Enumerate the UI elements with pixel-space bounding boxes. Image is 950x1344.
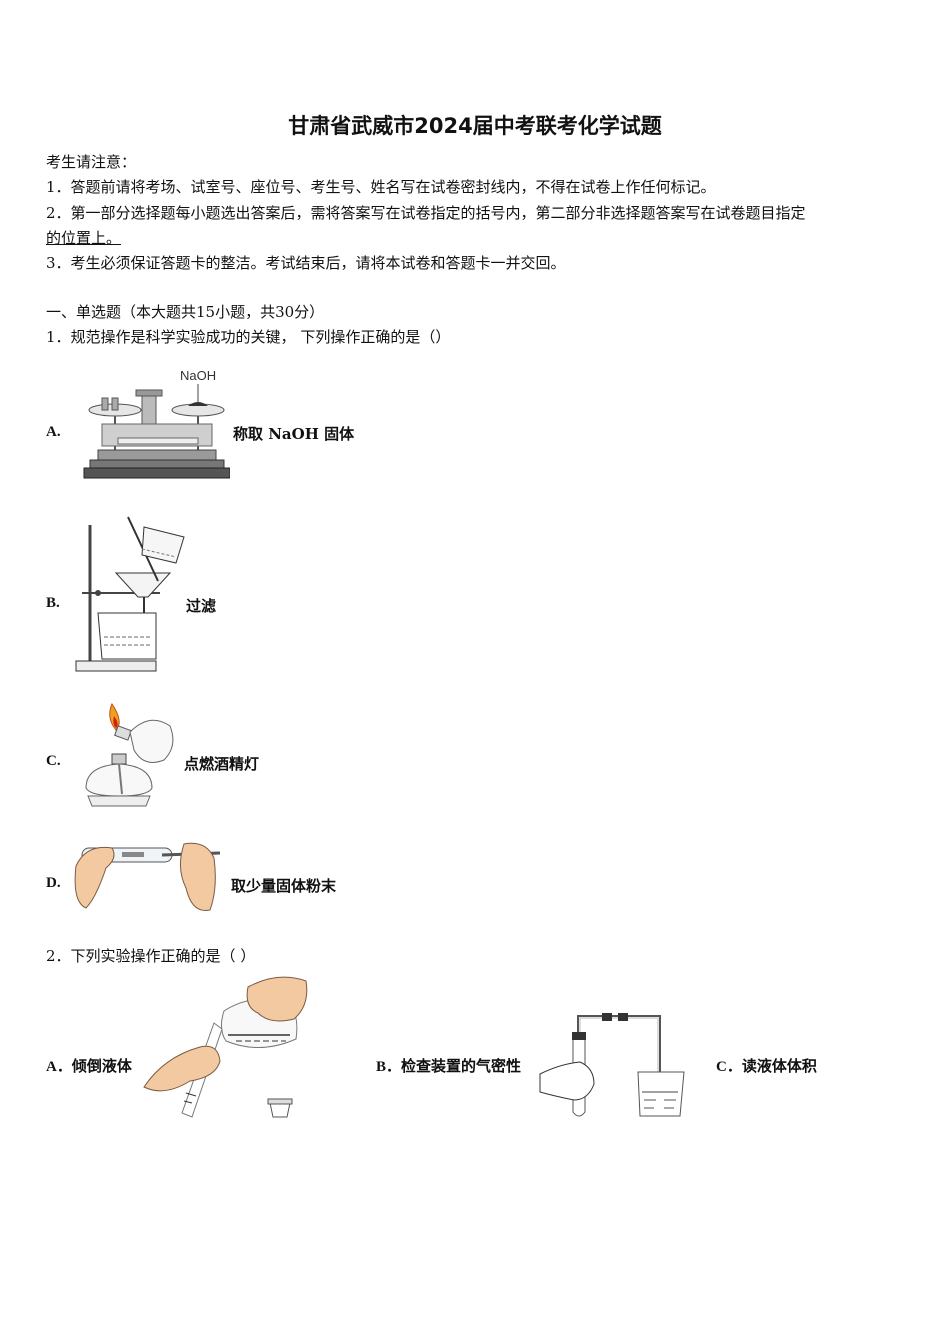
q2-option-c-letter: C． [716,1059,742,1075]
naoh-figure-label: NaOH [180,368,216,383]
pouring-liquid-icon [140,975,315,1125]
notice-item-2: 2．第一部分选择题每小题选出答案后，需将答案写在试卷指定的括号内，第二部分非选择… [46,204,806,222]
q2-option-b-text: 检查装置的气密性 [401,1057,522,1075]
notice-item-3: 3．考生必须保证答题卡的整洁。考试结束后，请将本试卷和答题卡一并交回。 [46,254,566,272]
q2-option-c: C．读液体体积 [716,1055,817,1076]
notice-item-1: 1．答题前请将考场、试室号、座位号、考生号、姓名写在试卷密封线内，不得在试卷上作… [46,178,716,196]
q1-option-a-text: 称取 NaOH 固体 [233,425,355,443]
question-1-stem: 1．规范操作是科学实验成功的关键， 下列操作正确的是（） [46,328,451,346]
airtightness-check-icon [538,1012,688,1122]
q2-option-a-letter: A． [46,1059,72,1075]
q2-option-a: A．倾倒液体 [46,1055,132,1076]
test-tube-powder-icon [72,838,227,914]
filtration-setup-icon [72,515,192,675]
page-title: 甘肃省武威市2024届中考联考化学试题 [288,114,662,138]
q2-option-c-text: 读液体体积 [741,1057,817,1075]
alcohol-lamp-icon [78,702,178,810]
balance-scale-icon: NaOH [80,362,231,484]
q1-option-b-text: 过滤 [186,597,217,615]
q1-option-d-letter: D. [46,875,61,891]
q2-option-a-text: 倾倒液体 [71,1057,132,1075]
q1-option-a-letter: A. [46,424,61,440]
q1-option-d-text: 取少量固体粉末 [231,877,337,895]
q1-option-b-letter: B. [46,595,60,611]
q1-option-c-text: 点燃酒精灯 [184,755,260,773]
q2-option-b: B．检查装置的气密性 [376,1055,521,1076]
q2-option-b-letter: B． [376,1059,402,1075]
notice-label: 考生请注意： [46,153,137,171]
question-2-stem: 2．下列实验操作正确的是（ ） [46,947,256,965]
section-heading: 一、单选题（本大题共15小题，共30分） [46,303,325,321]
notice-item-2-continued: 的位置上。 [46,229,122,247]
q1-option-c-letter: C. [46,753,61,769]
